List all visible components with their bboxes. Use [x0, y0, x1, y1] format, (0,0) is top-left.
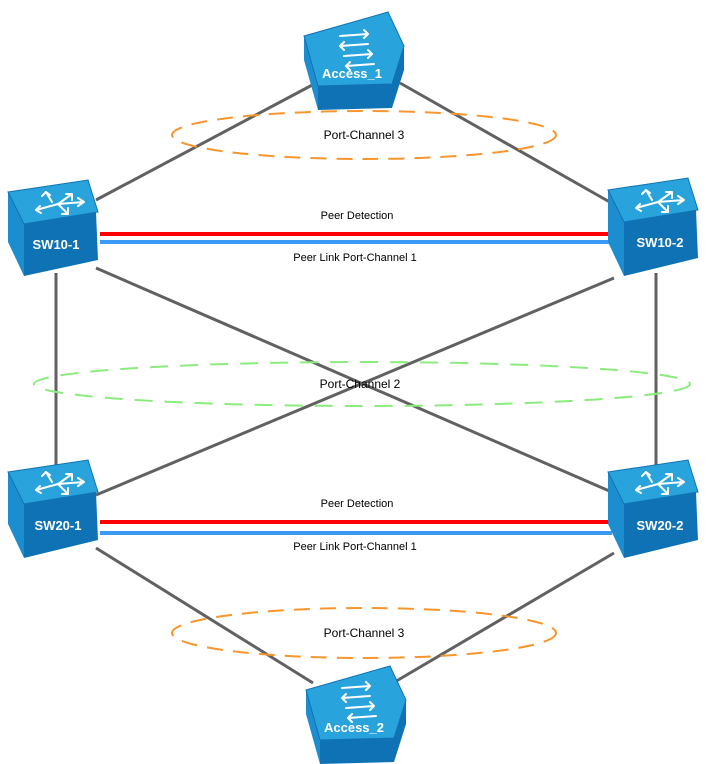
link-access1-sw10-2[interactable] [399, 81, 616, 207]
device-label-access-1: Access_1 [322, 66, 382, 81]
peer-links [100, 232, 612, 535]
device-label-sw20-2: SW20-2 [637, 518, 684, 533]
device-access-2[interactable]: Access_2 [305, 665, 407, 764]
router-icon [635, 471, 685, 495]
port-channel-3-top-ellipse[interactable] [171, 110, 557, 160]
link-label-peer-detection-bottom: Peer Detection [321, 498, 394, 510]
link-label-peer-detection-top: Peer Detection [321, 210, 394, 222]
device-label-sw10-1: SW10-1 [33, 237, 80, 252]
switch-icon [339, 29, 375, 71]
link-label-peer-link-top: Peer Link Port-Channel 1 [293, 252, 417, 264]
labels: Port-Channel 3 Port-Channel 2 Port-Chann… [293, 128, 417, 640]
link-sw20-2-access2[interactable] [392, 551, 615, 685]
device-sw10-1[interactable]: SW10-1 [7, 179, 99, 276]
group-label-port-channel-3-bottom: Port-Channel 3 [324, 626, 405, 640]
switch-icon [341, 681, 377, 723]
group-label-port-channel-2: Port-Channel 2 [320, 377, 401, 391]
device-label-sw10-2: SW10-2 [637, 235, 684, 250]
port-channel-2-ellipse[interactable] [33, 361, 691, 407]
link-sw10-2-sw20-1[interactable] [95, 276, 615, 497]
device-sw10-2[interactable]: SW10-2 [607, 177, 699, 276]
link-sw10-1-sw20-2[interactable] [95, 266, 615, 495]
device-sw20-1[interactable]: SW20-1 [7, 459, 99, 558]
link-label-peer-link-bottom: Peer Link Port-Channel 1 [293, 541, 417, 553]
device-access-1[interactable]: Access_1 [303, 11, 405, 110]
port-channel-groups [33, 110, 691, 659]
router-icon [35, 191, 85, 215]
port-channel-3-bottom-ellipse[interactable] [171, 607, 557, 659]
link-sw20-1-access2[interactable] [95, 546, 314, 685]
device-label-sw20-1: SW20-1 [35, 518, 82, 533]
device-label-access-2: Access_2 [324, 720, 384, 735]
link-access1-sw10-1[interactable] [95, 81, 317, 202]
router-icon [35, 471, 85, 495]
group-label-port-channel-3-top: Port-Channel 3 [324, 128, 405, 142]
router-icon [635, 189, 685, 213]
trunk-links [54, 81, 658, 685]
device-sw20-2[interactable]: SW20-2 [607, 459, 699, 558]
